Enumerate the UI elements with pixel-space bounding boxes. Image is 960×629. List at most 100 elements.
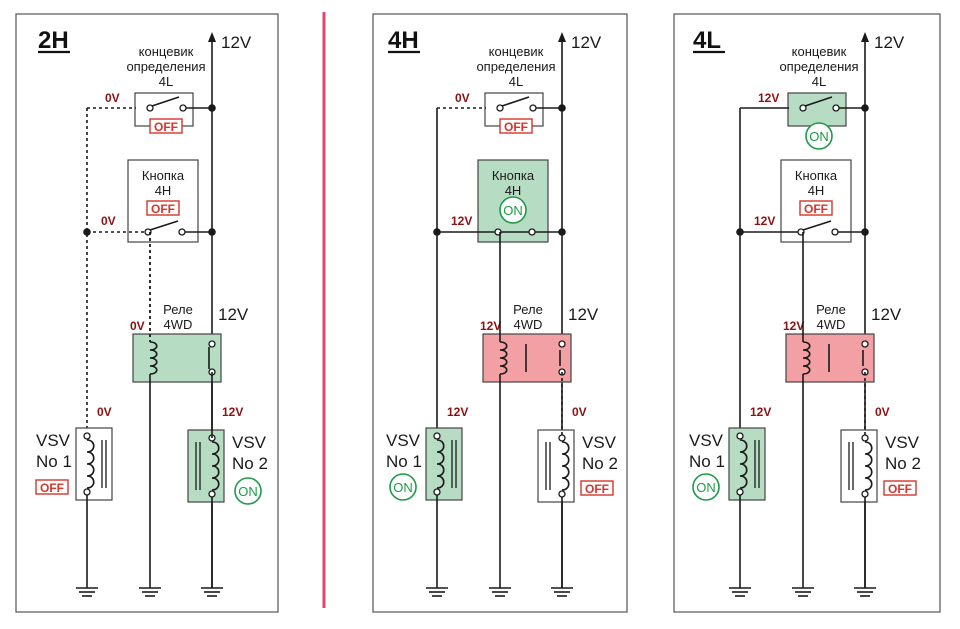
vsv1-label-2: No 1	[689, 452, 725, 471]
vsv1-label-2: No 1	[386, 452, 422, 471]
relay-label-1: Реле	[513, 302, 543, 317]
supply-voltage: 12V	[874, 33, 905, 52]
limit-switch-contact	[496, 96, 537, 112]
vsv1-state-ring	[692, 473, 720, 501]
button-label-2: 4H	[808, 183, 825, 198]
relay-coil	[149, 341, 158, 375]
vsv1-pin-bottom	[736, 488, 744, 496]
vsv2-label-2: No 2	[232, 454, 268, 473]
limit-switch-voltage: 0V	[105, 91, 120, 105]
vsv2-box	[840, 429, 878, 503]
supply-voltage: 12V	[221, 33, 252, 52]
supply-arrow	[558, 32, 566, 42]
relay-coil-voltage: 12V	[480, 319, 501, 333]
vsv2-label-2: No 2	[582, 454, 618, 473]
switch-pin-right	[831, 228, 839, 236]
button-label-2: 4H	[155, 183, 172, 198]
vsv2-coil	[864, 441, 873, 491]
ground-vsv1	[426, 587, 448, 597]
button-label-1: Кнопка	[142, 168, 185, 183]
button-contact	[494, 228, 536, 236]
relay-contact-top	[208, 340, 216, 348]
relay-contact-top	[861, 340, 869, 348]
switch-pin-right	[178, 228, 186, 236]
button-label-1: Кнопка	[795, 168, 838, 183]
vsv1-voltage: 0V	[97, 405, 112, 419]
vsv1-state-frame	[35, 479, 69, 495]
switch-blade-open	[151, 96, 180, 107]
vsv2-voltage: 0V	[875, 405, 890, 419]
switch-blade-open	[149, 220, 179, 231]
relay-contact-voltage: 12V	[871, 305, 902, 324]
relay-box	[132, 333, 222, 383]
vsv2-box	[187, 429, 225, 503]
limit-switch-voltage: 0V	[455, 91, 470, 105]
limit-switch-contact	[799, 96, 840, 112]
limit-switch-label-2: определения	[476, 59, 555, 74]
relay-label-1: Реле	[163, 302, 193, 317]
button-voltage: 0V	[101, 214, 116, 228]
limit-switch-contact	[146, 96, 187, 112]
vsv1-state-ring	[389, 473, 417, 501]
junction-button-rail	[861, 228, 869, 236]
vsv1-label-2: No 1	[36, 452, 72, 471]
ground-vsv1	[76, 587, 98, 597]
button-label-2: 4H	[505, 183, 522, 198]
vsv2-coil	[211, 441, 220, 491]
vsv1-label-1: VSV	[36, 431, 71, 450]
relay-label-2: 4WD	[514, 317, 543, 332]
relay-coil	[499, 341, 508, 375]
button-voltage: 12V	[754, 214, 775, 228]
switch-pin-left	[799, 104, 807, 112]
button-state-ring	[499, 196, 527, 224]
vsv2-box	[537, 429, 575, 503]
limit-switch-state-frame	[149, 118, 183, 134]
ground-relay	[489, 587, 511, 597]
vsv1-label-1: VSV	[689, 431, 724, 450]
ground-vsv2	[854, 587, 876, 597]
vsv1-pin-top	[83, 432, 91, 440]
switch-pin-right	[832, 104, 840, 112]
vsv2-state-ring	[234, 477, 262, 505]
relay-coil	[802, 341, 811, 375]
relay-box	[785, 333, 875, 383]
vsv2-label-2: No 2	[885, 454, 921, 473]
button-voltage: 12V	[451, 214, 472, 228]
ground-relay	[139, 587, 161, 597]
relay-coil-voltage: 12V	[783, 319, 804, 333]
relay-coil-voltage: 0V	[130, 319, 145, 333]
button-label-1: Кнопка	[492, 168, 535, 183]
button-state-frame	[146, 200, 180, 216]
limit-switch-label-1: концевик	[489, 44, 544, 59]
limit-switch-state-ring	[805, 122, 833, 150]
junction-button-rail	[208, 228, 216, 236]
junction-limit-rail	[558, 104, 566, 112]
vsv2-voltage: 12V	[222, 405, 243, 419]
relay-label-2: 4WD	[817, 317, 846, 332]
junction-left-button	[433, 228, 441, 236]
switch-pin-right	[529, 104, 537, 112]
limit-switch-state: OFF	[504, 120, 528, 134]
junction-limit-rail	[208, 104, 216, 112]
limit-switch-label-2: определения	[779, 59, 858, 74]
limit-switch-state-frame	[499, 118, 533, 134]
limit-switch-label-2: определения	[126, 59, 205, 74]
vsv1-label-1: VSV	[386, 431, 421, 450]
limit-switch-label-1: концевик	[139, 44, 194, 59]
ground-vsv2	[551, 587, 573, 597]
supply-voltage: 12V	[571, 33, 602, 52]
ground-vsv1	[729, 587, 751, 597]
limit-switch-voltage: 12V	[758, 91, 779, 105]
button-state: ON	[503, 203, 523, 218]
limit-switch-label-3: 4L	[509, 74, 523, 89]
vsv1-pin-bottom	[433, 488, 441, 496]
vsv1-voltage: 12V	[447, 405, 468, 419]
relay-contact-voltage: 12V	[568, 305, 599, 324]
switch-pin-right	[528, 228, 536, 236]
vsv1-coil	[739, 439, 748, 489]
relay-contact-voltage: 12V	[218, 305, 249, 324]
switch-blade-open	[802, 220, 832, 231]
panel-title: 4L	[693, 27, 721, 54]
